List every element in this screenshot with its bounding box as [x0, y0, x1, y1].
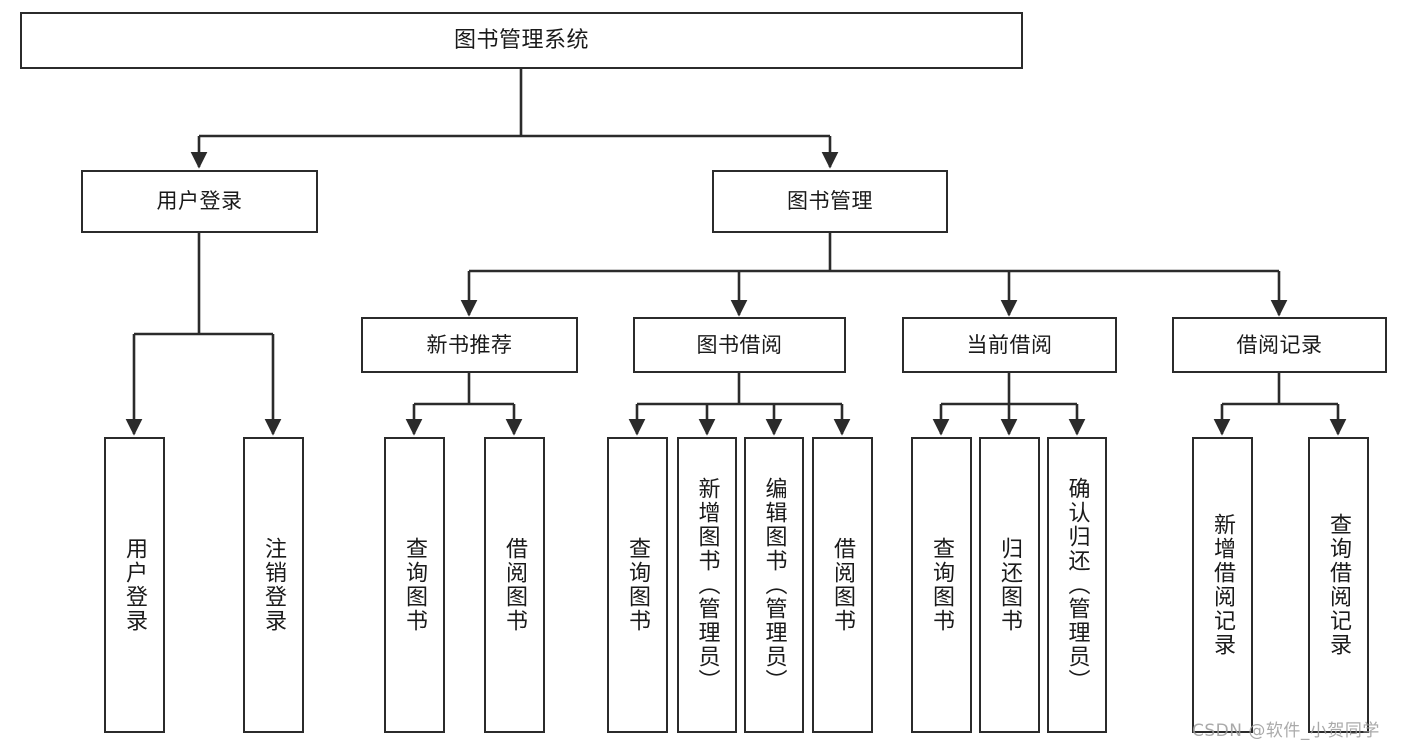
node-label: 新增借阅记录	[1210, 513, 1236, 657]
node-leaf-logout-login[interactable]: 注销登录	[243, 437, 304, 733]
node-new-book-recommend[interactable]: 新书推荐	[361, 317, 578, 373]
node-label: 图书借阅	[696, 332, 783, 357]
node-label: 新书推荐	[426, 332, 513, 357]
node-root-system[interactable]: 图书管理系统	[20, 12, 1023, 69]
node-leaf-confirm-return[interactable]: 确认归还（管理员）	[1047, 437, 1107, 733]
node-leaf-query-book-borrow[interactable]: 查询图书	[607, 437, 668, 733]
node-borrow-record[interactable]: 借阅记录	[1172, 317, 1387, 373]
node-label: 注销登录	[261, 537, 287, 633]
node-label: 图书管理	[787, 189, 873, 214]
node-leaf-return-book[interactable]: 归还图书	[979, 437, 1040, 733]
node-label: 图书管理系统	[453, 27, 589, 53]
node-leaf-query-book-current[interactable]: 查询图书	[911, 437, 972, 733]
node-user-login[interactable]: 用户登录	[81, 170, 318, 233]
node-leaf-query-book-recommend[interactable]: 查询图书	[384, 437, 445, 733]
node-label: 查询借阅记录	[1326, 513, 1352, 657]
node-leaf-add-borrow-record[interactable]: 新增借阅记录	[1192, 437, 1253, 733]
node-label: 归还图书	[997, 537, 1023, 633]
node-label: 借阅图书	[830, 537, 856, 633]
node-leaf-borrow-book[interactable]: 借阅图书	[812, 437, 873, 733]
node-current-borrow[interactable]: 当前借阅	[902, 317, 1117, 373]
node-label: 用户登录	[122, 537, 148, 633]
node-label: 查询图书	[625, 537, 651, 633]
node-label: 借阅图书	[502, 537, 528, 633]
node-leaf-add-book[interactable]: 新增图书（管理员）	[677, 437, 737, 733]
csdn-watermark: CSDN @软件_小贺同学	[1192, 721, 1380, 741]
node-leaf-query-borrow-record[interactable]: 查询借阅记录	[1308, 437, 1369, 733]
node-label: 新增图书（管理员）	[694, 477, 720, 693]
node-leaf-edit-book[interactable]: 编辑图书（管理员）	[744, 437, 804, 733]
node-label: 用户登录	[156, 189, 243, 214]
node-leaf-user-login[interactable]: 用户登录	[104, 437, 165, 733]
node-label: 借阅记录	[1236, 332, 1323, 357]
node-leaf-borrow-book-recommend[interactable]: 借阅图书	[484, 437, 545, 733]
node-label: 当前借阅	[966, 332, 1053, 357]
node-book-management[interactable]: 图书管理	[712, 170, 948, 233]
node-book-borrow[interactable]: 图书借阅	[633, 317, 846, 373]
node-label: 查询图书	[929, 537, 955, 633]
node-label: 确认归还（管理员）	[1064, 477, 1090, 693]
node-label: 查询图书	[402, 537, 428, 633]
node-label: 编辑图书（管理员）	[761, 477, 787, 693]
